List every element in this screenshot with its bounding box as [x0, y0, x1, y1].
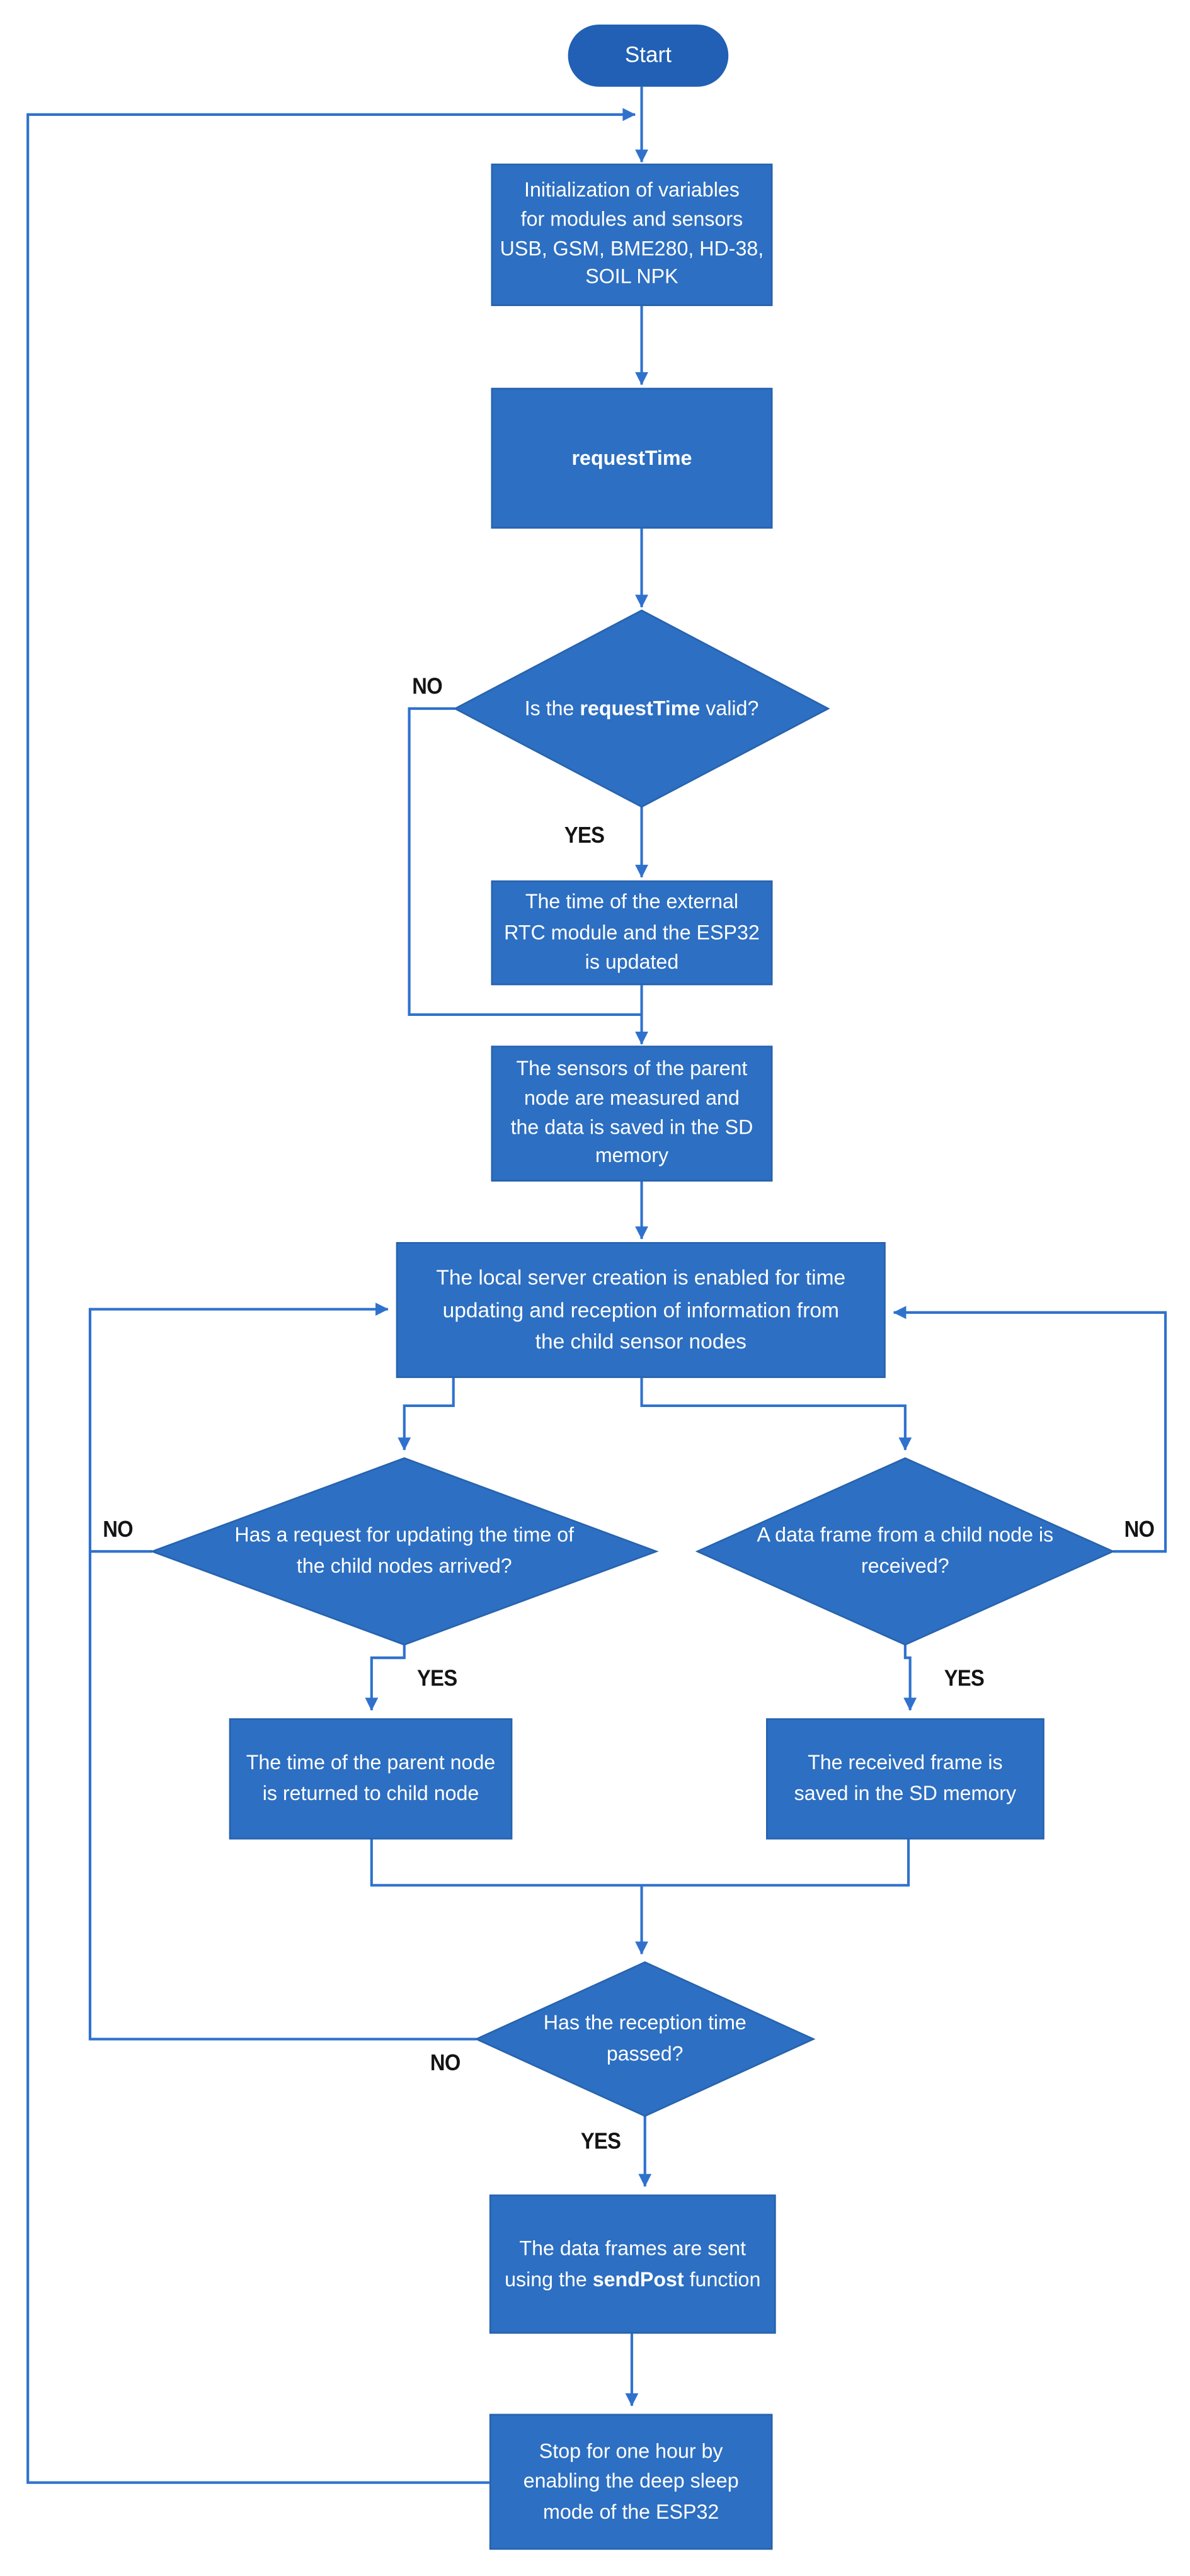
edge-left-feedback-loop	[88, 1302, 477, 2041]
edge-dataframe-no-loop	[893, 1306, 1167, 1553]
process-line: node are measured and	[523, 1086, 740, 1109]
process-line: RTC module and the ESP32	[504, 921, 760, 944]
label-yes-request-valid: YES	[564, 821, 605, 848]
label-yes-data-frame: YES	[944, 1664, 985, 1691]
process-line: The time of the parent node	[246, 1752, 496, 1775]
process-line: the child sensor nodes	[535, 1329, 747, 1354]
label-yes-time-request: YES	[417, 1664, 457, 1691]
edge-server-to-timerequest	[398, 1377, 455, 1451]
label-no-reception: NO	[430, 2049, 461, 2075]
edge-server-to-dataframe	[640, 1377, 912, 1451]
process-send-frames: The data frames are sent using the sendP…	[489, 2194, 776, 2334]
label-no-data-frame: NO	[1124, 1515, 1155, 1542]
decision-reception-time	[474, 1961, 816, 2117]
process-line: is returned to child node	[262, 1782, 479, 1805]
decision-data-frame	[695, 1457, 1116, 1646]
label-no-request-valid: NO	[412, 672, 443, 699]
process-line: using the sendPost function	[505, 2267, 761, 2291]
edge-decision1-no	[408, 707, 642, 1017]
process-rtc-update: The time of the external RTC module and …	[491, 880, 773, 986]
start-label: Start	[624, 42, 672, 67]
process-return-time: The time of the parent node is returned …	[229, 1718, 513, 1840]
process-line: USB, GSM, BME280, HD-38,	[500, 236, 764, 259]
process-init-variables: Initialization of variables for modules …	[491, 163, 773, 306]
label-no-time-request: NO	[103, 1515, 133, 1542]
decision-time-request	[149, 1457, 659, 1646]
start-terminal: Start	[568, 24, 729, 87]
process-line: requestTime	[571, 446, 692, 469]
label-yes-reception: YES	[580, 2127, 621, 2154]
process-local-server: The local server creation is enabled for…	[396, 1242, 886, 1378]
process-deep-sleep: Stop for one hour by enabling the deep s…	[489, 2414, 773, 2550]
process-line: The local server creation is enabled for…	[436, 1265, 846, 1291]
process-line: saved in the SD memory	[794, 1782, 1017, 1805]
process-request-time: requestTime	[491, 387, 773, 529]
edge-timerequest-yes	[365, 1644, 406, 1711]
process-line: The sensors of the parent	[516, 1056, 748, 1080]
process-line: Stop for one hour by	[539, 2439, 723, 2463]
process-line: Initialization of variables	[524, 178, 740, 202]
process-line: memory	[595, 1144, 669, 1168]
edge-merge-actions	[370, 1839, 910, 1887]
process-line: updating and reception of information fr…	[442, 1297, 839, 1322]
process-line: The received frame is	[808, 1752, 1003, 1775]
process-line: the data is saved in the SD	[510, 1115, 753, 1139]
edge-dataframe-yes	[903, 1644, 917, 1711]
decision-request-valid	[453, 609, 830, 808]
process-measure-sensors: The sensors of the parent node are measu…	[491, 1046, 773, 1182]
process-line: The time of the external	[525, 890, 739, 914]
process-line: mode of the ESP32	[543, 2500, 719, 2524]
process-line: The data frames are sent	[519, 2237, 747, 2260]
edge-sleep-restart-loop	[26, 108, 636, 2484]
process-save-frame: The received frame is saved in the SD me…	[766, 1718, 1044, 1840]
process-line: is updated	[585, 951, 679, 974]
process-line: for modules and sensors	[520, 207, 743, 231]
process-line: SOIL NPK	[585, 265, 678, 288]
process-line: enabling the deep sleep	[523, 2470, 739, 2493]
